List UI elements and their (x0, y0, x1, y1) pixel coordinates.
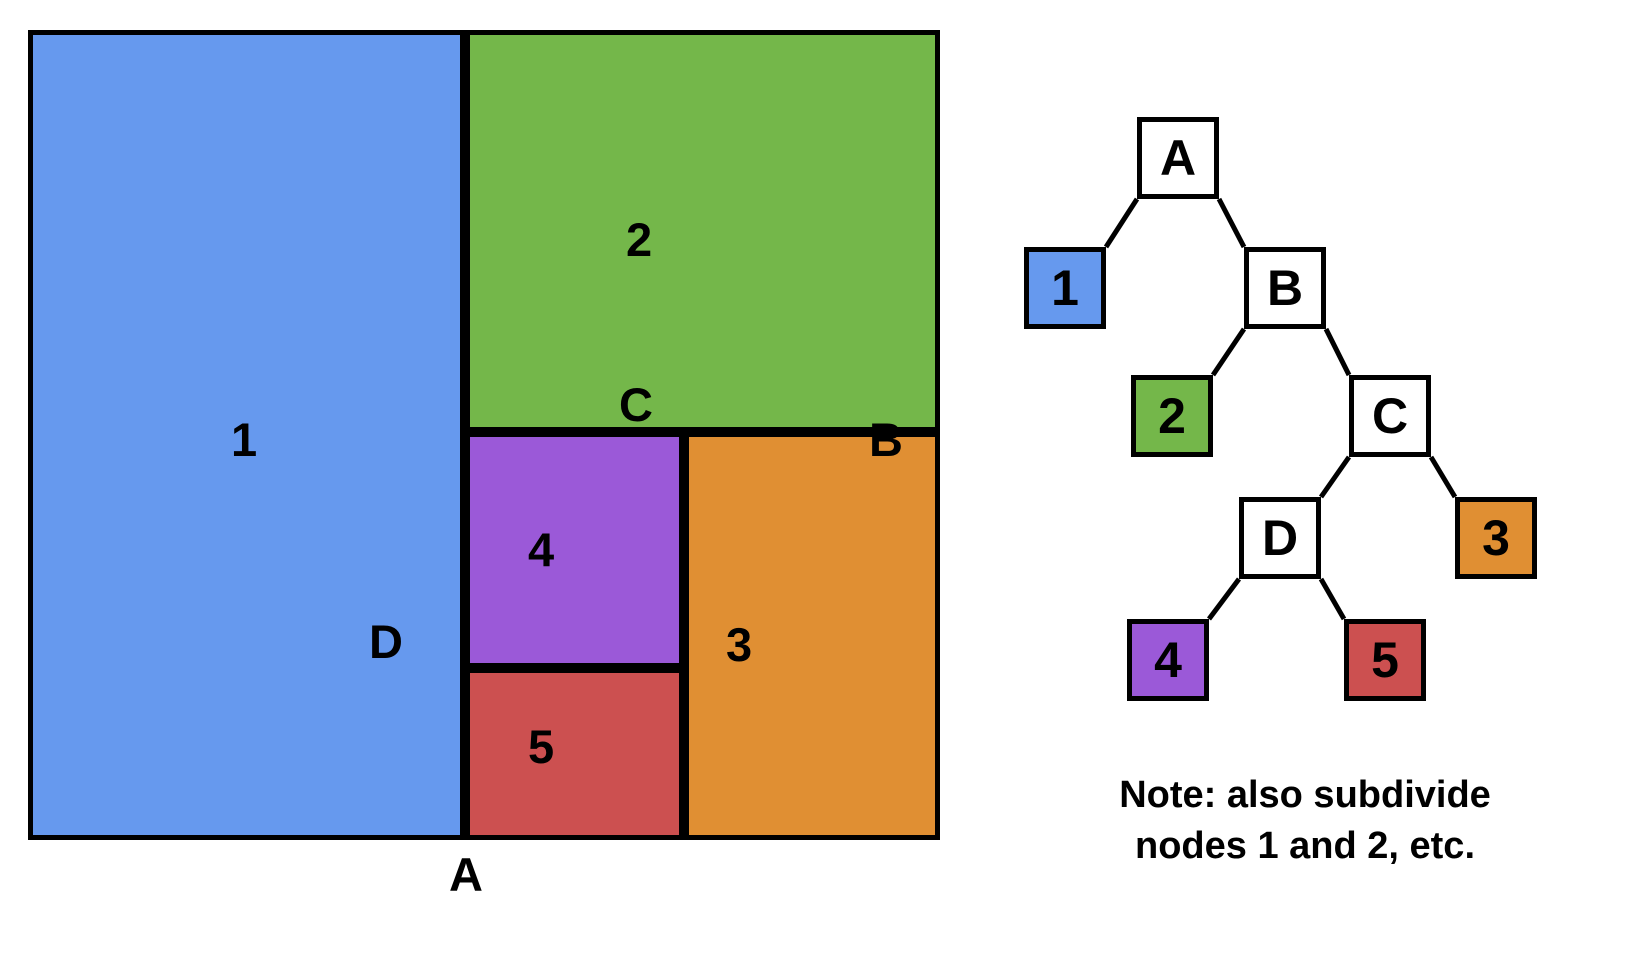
tree-edge-A-B (1216, 197, 1247, 249)
partition-region-label-4: 4 (528, 523, 555, 576)
tree-edge-layer (1103, 197, 1458, 621)
partition-region-label-3: 3 (726, 618, 753, 671)
bsp-tree-figure: A 1 B 2 C D 3 4 5 Note: also subdivide nodes 1 a… (980, 0, 1630, 960)
partition-region-label-2: 2 (626, 213, 653, 266)
split-label-D: D (369, 615, 403, 668)
partition-region-3[interactable]: 3 (684, 432, 940, 840)
partition-region-label-1: 1 (231, 413, 258, 466)
tree-node-label-4: 4 (1154, 632, 1182, 688)
partition-region-1[interactable]: 1 (28, 30, 465, 840)
tree-edge-D-5 (1318, 577, 1347, 621)
split-label-B: B (869, 413, 903, 466)
partition-region-4[interactable]: 4 (465, 432, 684, 668)
tree-node-B[interactable]: B (1244, 247, 1326, 329)
note-line-2: nodes 1 and 2, etc. (1135, 824, 1475, 867)
tree-node-1[interactable]: 1 (1024, 247, 1106, 329)
note-text: Note: also subdivide nodes 1 and 2, etc. (980, 770, 1630, 871)
tree-node-label-A: A (1159, 130, 1197, 186)
tree-edge-C-3 (1428, 455, 1458, 499)
tree-node-2[interactable]: 2 (1131, 375, 1213, 457)
split-label-A: A (449, 848, 483, 901)
tree-node-D[interactable]: D (1239, 497, 1321, 579)
tree-node-label-5: 5 (1371, 632, 1399, 688)
note-line-1: Note: also subdivide (1119, 774, 1491, 816)
split-label-C: C (619, 378, 653, 431)
tree-node-3[interactable]: 3 (1455, 497, 1537, 579)
tree-node-label-B: B (1266, 260, 1304, 316)
tree-edge-C-D (1318, 455, 1352, 499)
tree-edge-D-4 (1207, 577, 1241, 621)
tree-node-label-1: 1 (1051, 260, 1079, 316)
tree-node-label-3: 3 (1482, 510, 1510, 566)
partition-region-5[interactable]: 5 (465, 668, 684, 840)
tree-node-4[interactable]: 4 (1127, 619, 1209, 701)
partition-region-2[interactable]: 2 (465, 30, 940, 432)
tree-node-label-D: D (1261, 510, 1299, 566)
tree-node-C[interactable]: C (1349, 375, 1431, 457)
tree-node-label-2: 2 (1158, 388, 1186, 444)
tree-edge-B-C (1323, 327, 1352, 377)
bsp-partition-figure: 1 2 3 4 5 A B C D (28, 30, 940, 901)
tree-edge-B-2 (1210, 327, 1247, 377)
tree-node-A[interactable]: A (1137, 117, 1219, 199)
tree-node-5[interactable]: 5 (1344, 619, 1426, 701)
tree-node-label-C: C (1371, 388, 1409, 444)
partition-region-label-5: 5 (528, 720, 555, 773)
tree-edge-A-1 (1103, 197, 1140, 249)
